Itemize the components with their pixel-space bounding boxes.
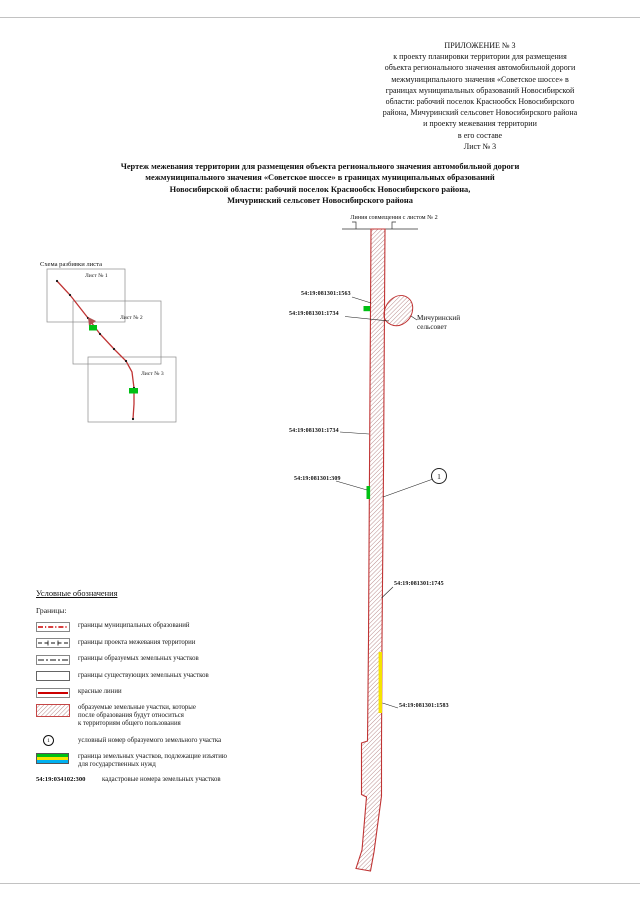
seized-parcel-segment-green-top bbox=[363, 306, 370, 312]
seized-parcel-segment-green bbox=[366, 486, 371, 499]
cadastral-label: 54:19:081301:1745 bbox=[394, 581, 444, 587]
legend-title: Условные обозначения bbox=[36, 589, 118, 598]
legend-item: границы проекта межевания территории bbox=[36, 638, 328, 648]
legend-item: красные линии bbox=[36, 687, 328, 698]
parcel-number-symbol-icon: 1 bbox=[36, 735, 72, 747]
cadastral-label: 54:19:081301:1583 bbox=[399, 703, 449, 709]
legend-group-label: Границы: bbox=[36, 606, 67, 615]
municipal-boundary-swatch-icon bbox=[36, 621, 72, 632]
appendix-header: ПРИЛОЖЕНИЕ № 3 к проекту планировки терр… bbox=[328, 40, 632, 152]
legend-item-label: границы муниципальных образований bbox=[78, 622, 190, 630]
inset-title: Схема разбивки листа bbox=[40, 261, 102, 268]
cadastral-label: 54:19:081301:309 bbox=[294, 476, 341, 482]
legend-item-label: граница земельных участков, подлежащие и… bbox=[78, 752, 227, 768]
drawing-title: Чертеж межевания территории для размещен… bbox=[14, 161, 626, 207]
public-use-parcel-swatch-icon bbox=[36, 704, 72, 717]
legend-item: границы муниципальных образований bbox=[36, 621, 328, 632]
legend-item: 1 условный номер образуемого земельного … bbox=[36, 735, 328, 747]
title-line: Мичуринский сельсовет Новосибирского рай… bbox=[227, 196, 413, 206]
cadastral-number-example: 54:19:034102:300 bbox=[36, 776, 86, 784]
header-line: области: рабочий поселок Краснообск Ново… bbox=[385, 97, 575, 107]
legend-item: 54:19:034102:300 кадастровые номера земе… bbox=[36, 776, 328, 784]
header-line: объекта регионального значения автомобил… bbox=[384, 63, 576, 73]
legend-item-label: красные линии bbox=[78, 688, 122, 696]
top-frame-line bbox=[0, 17, 640, 18]
inset-sheet-label: Лист № 1 bbox=[85, 273, 108, 279]
ramp-loop-parcel bbox=[383, 295, 414, 327]
legend-item-label: образуемые земельные участки, которые по… bbox=[78, 704, 196, 728]
header-line: и проекту межевания территории bbox=[423, 119, 537, 129]
bottom-frame-line bbox=[0, 883, 640, 884]
header-line: ПРИЛОЖЕНИЕ № 3 bbox=[444, 41, 516, 50]
legend-item-label: границы существующих земельных участков bbox=[78, 671, 209, 679]
sheet-match-line bbox=[342, 221, 418, 230]
header-line: межмуниципального значения «Советское шо… bbox=[391, 74, 569, 84]
state-seizure-parcel-swatch-icon bbox=[36, 752, 72, 764]
match-line-label: Линия совмещения с листом № 2 bbox=[350, 214, 438, 221]
legend-item: граница земельных участков, подлежащие и… bbox=[36, 752, 328, 769]
header-line: в его составе bbox=[457, 130, 503, 140]
header-line: района, Мичуринский сельсовет Новосибирс… bbox=[382, 108, 578, 118]
inset-sheet-label: Лист № 3 bbox=[141, 371, 164, 377]
legend-item: образуемые земельные участки, которые по… bbox=[36, 704, 328, 729]
legend-item-label: условный номер образуемого земельного уч… bbox=[78, 736, 222, 744]
legend-item: границы существующих земельных участков bbox=[36, 671, 328, 681]
title-line: Новосибирской области: рабочий поселок К… bbox=[169, 184, 471, 194]
header-line: границах муниципальных образований Новос… bbox=[385, 85, 575, 95]
header-line: к проекту планировки территории для разм… bbox=[393, 52, 567, 62]
legend-item-label: кадастровые номера земельных участков bbox=[102, 775, 221, 783]
legend-item: границы образуемых земельных участков bbox=[36, 654, 328, 665]
red-lines-swatch-icon bbox=[36, 687, 72, 698]
seized-parcel-segment-yellow bbox=[378, 652, 382, 713]
settlement-label: Мичуринский сельсовет bbox=[417, 314, 461, 331]
legend-item-label: границы образуемых земельных участков bbox=[78, 655, 199, 663]
legend: Условные обозначения Границы: границы му… bbox=[36, 589, 328, 784]
parcel-number-marker: 1 bbox=[431, 468, 447, 484]
road-corridor-parcel bbox=[355, 228, 386, 872]
sheet-layout-inset bbox=[46, 268, 177, 423]
formed-parcel-boundary-swatch-icon bbox=[36, 654, 72, 665]
existing-parcel-boundary-swatch-icon bbox=[36, 671, 72, 681]
legend-item-label: границы проекта межевания территории bbox=[78, 638, 196, 646]
inset-sheet-label: Лист № 2 bbox=[120, 315, 143, 321]
title-line: Чертеж межевания территории для размещен… bbox=[120, 162, 520, 171]
cadastral-label: 54:19:081301:1563 bbox=[301, 291, 351, 297]
cadastral-label: 54:19:081301:1734 bbox=[289, 428, 339, 434]
header-sheet-number: Лист № 3 bbox=[463, 141, 497, 151]
leader-lines bbox=[335, 296, 434, 709]
survey-project-boundary-swatch-icon bbox=[36, 638, 72, 648]
title-line: межмуниципального значения «Советское шо… bbox=[145, 173, 495, 183]
cadastral-label: 54:19:081301:1734 bbox=[289, 311, 339, 317]
parcel-number-symbol: 1 bbox=[43, 735, 54, 747]
